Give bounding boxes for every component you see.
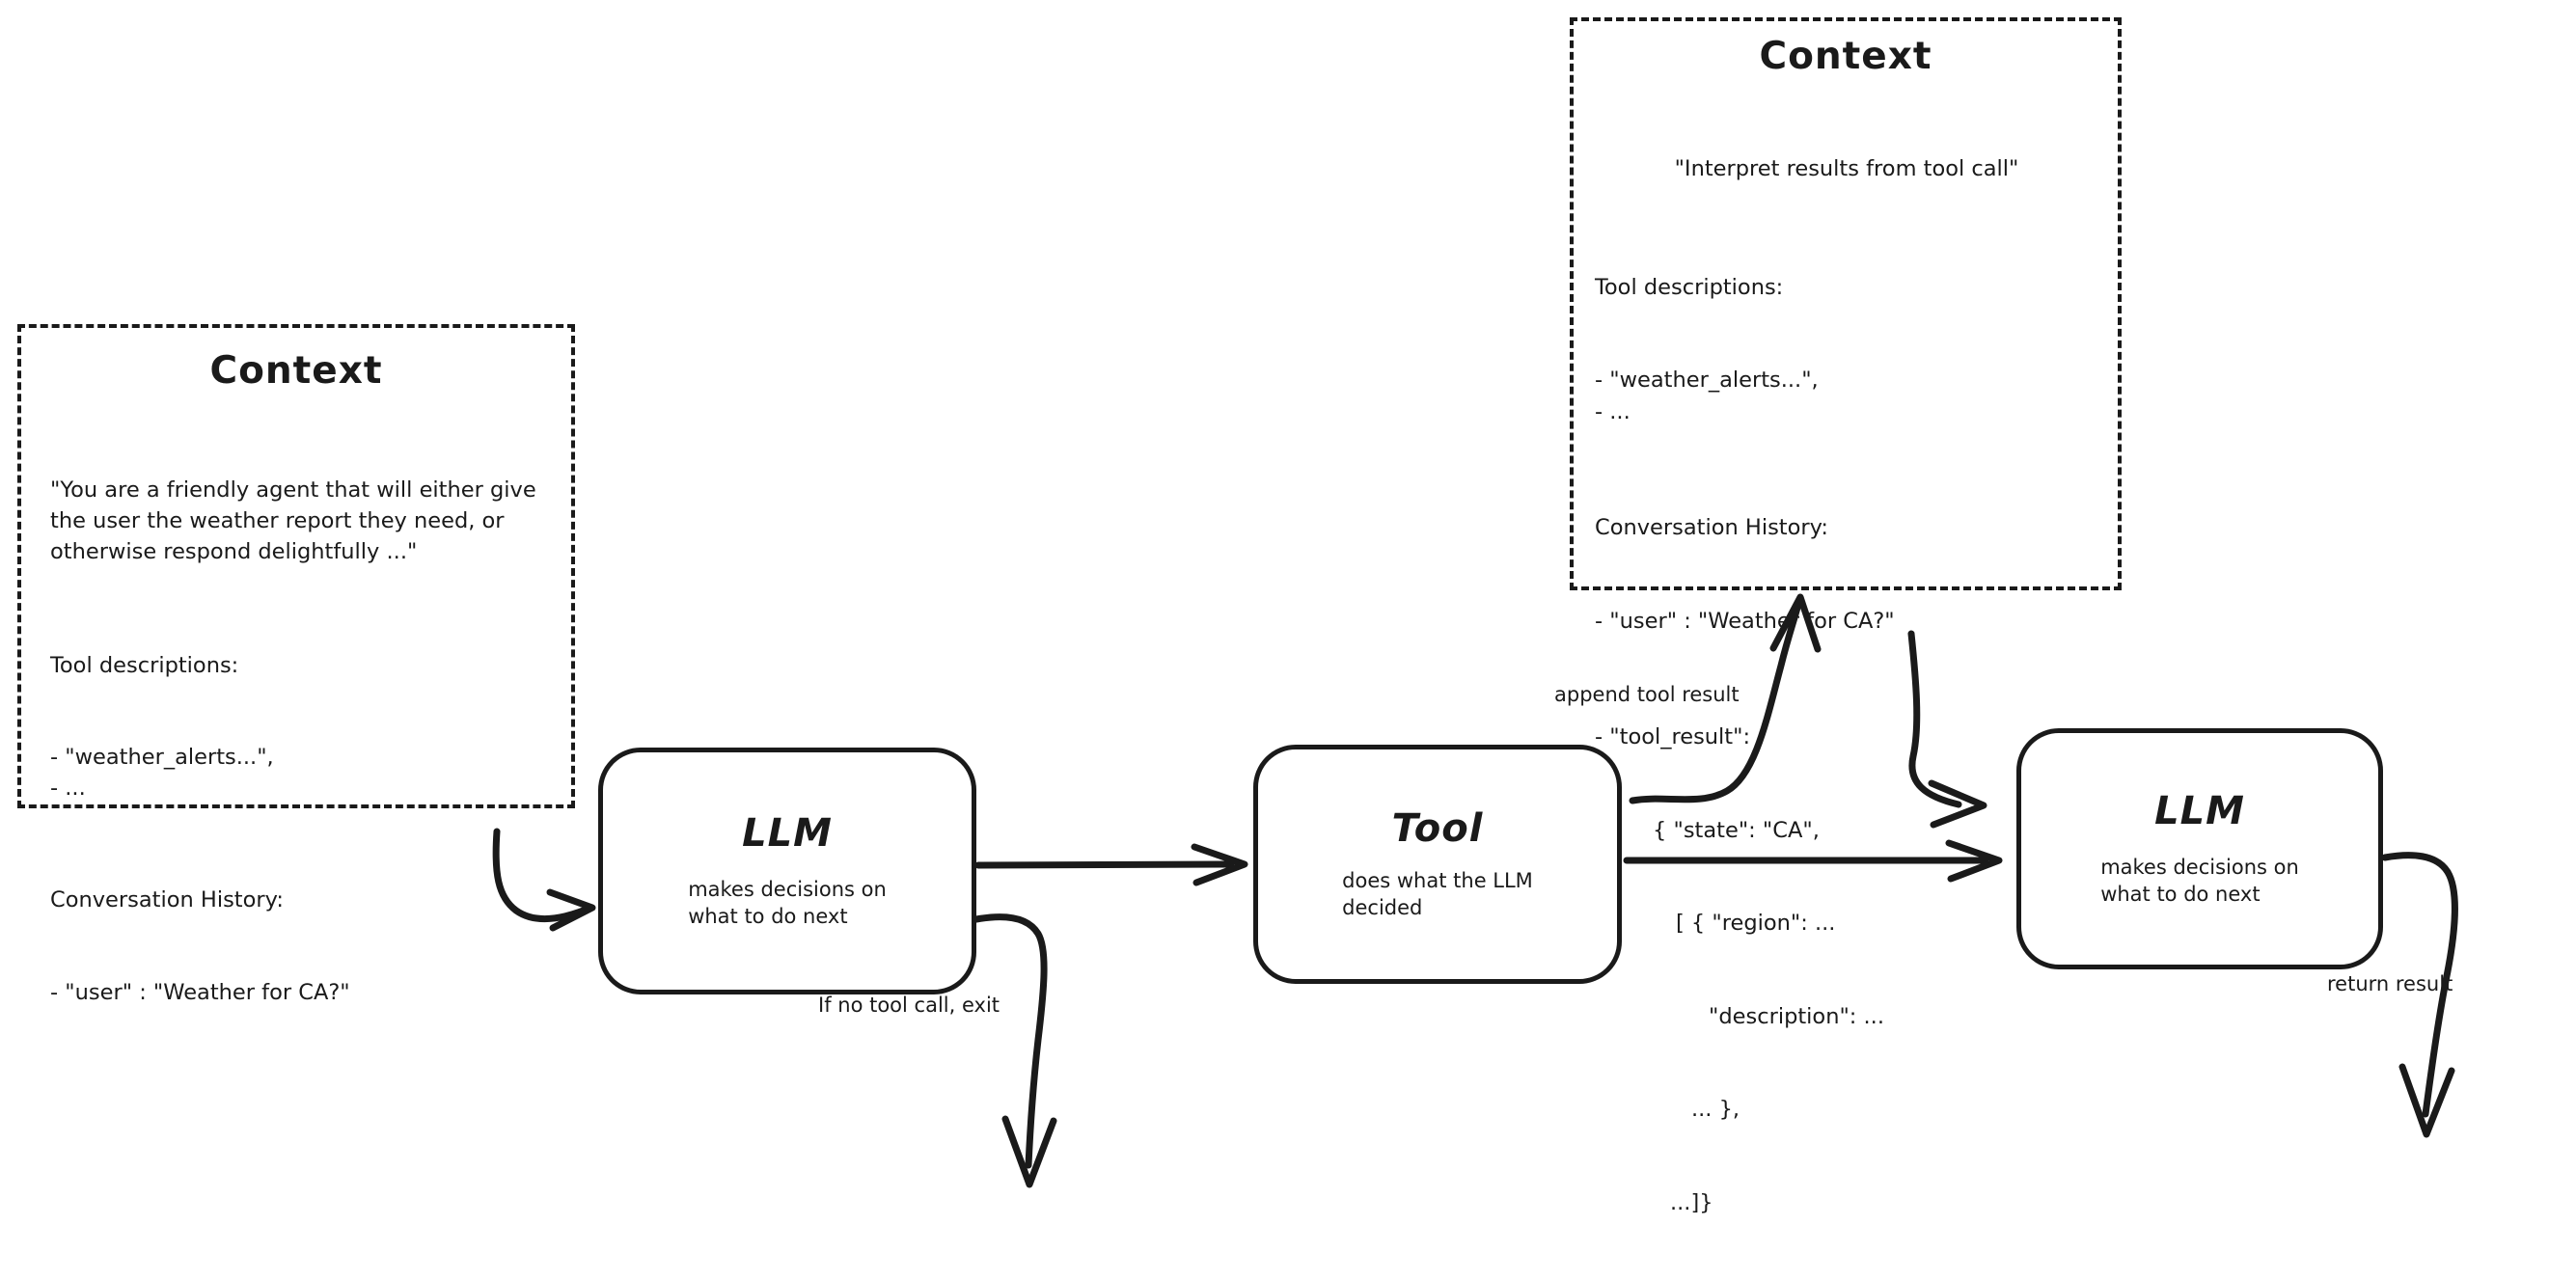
edge-label-append-tool-result: append tool result bbox=[1554, 683, 1740, 706]
arrow-llm-first-to-tool bbox=[974, 843, 1248, 886]
node-llm-first-subtitle: makes decisions on what to do next bbox=[688, 878, 887, 928]
context-right-tool-result-line1: { "state": "CA", bbox=[1653, 817, 1820, 843]
edge-label-return-result: return result bbox=[2327, 972, 2453, 995]
context-right-tools-header: Tool descriptions: bbox=[1595, 274, 1784, 300]
context-box-left: Context "You are a friendly agent that w… bbox=[17, 324, 575, 1005]
context-right-system-prompt: "Interpret results from tool call" bbox=[1674, 156, 2019, 182]
context-right-title: Context bbox=[1759, 35, 1932, 78]
context-left-conversation-header: Conversation History: bbox=[50, 887, 284, 913]
node-llm-second-title: LLM bbox=[2154, 789, 2245, 834]
node-tool-title: Tool bbox=[1391, 806, 1484, 852]
context-left-system-prompt: "You are a friendly agent that will eith… bbox=[50, 477, 543, 564]
node-tool-subtitle: does what the LLM decided bbox=[1342, 869, 1533, 919]
node-tool[interactable]: Tool does what the LLM decided bbox=[1253, 745, 1622, 984]
context-right-tool-result-line5: ...]} bbox=[1670, 1189, 1713, 1215]
node-llm-second[interactable]: LLM makes decisions on what to do next bbox=[2016, 728, 2383, 969]
context-right-conversation-header: Conversation History: bbox=[1595, 515, 1828, 541]
context-left-body: "You are a friendly agent that will eith… bbox=[21, 414, 571, 1071]
context-left-tools-header: Tool descriptions: bbox=[50, 652, 239, 678]
context-right-tool-result-line2: [ { "region": ... bbox=[1676, 911, 1836, 937]
context-box-right: Context "Interpret results from tool cal… bbox=[1570, 17, 2122, 1215]
context-right-tool-result-line3: "description": ... bbox=[1709, 1003, 1884, 1029]
diagram-canvas: Context "You are a friendly agent that w… bbox=[17, 17, 2458, 1215]
context-left-tools-items: - "weather_alerts...", - ... bbox=[50, 745, 274, 802]
context-right-tools-items: - "weather_alerts...", - ... bbox=[1595, 368, 1819, 424]
node-llm-first-title: LLM bbox=[742, 811, 833, 857]
context-left-title: Context bbox=[209, 349, 383, 393]
arrow-exit bbox=[973, 913, 1057, 1188]
node-llm-first[interactable]: LLM makes decisions on what to do next bbox=[598, 748, 976, 994]
context-right-conversation-user: - "user" : "Weather for CA?" bbox=[1595, 608, 1895, 634]
context-right-tool-result-line4: ... }, bbox=[1691, 1097, 1740, 1123]
edge-label-if-no-tool-call-exit: If no tool call, exit bbox=[818, 994, 1000, 1017]
node-llm-second-subtitle: makes decisions on what to do next bbox=[2100, 856, 2299, 906]
context-left-conversation-items: - "user" : "Weather for CA?" bbox=[50, 979, 350, 1005]
